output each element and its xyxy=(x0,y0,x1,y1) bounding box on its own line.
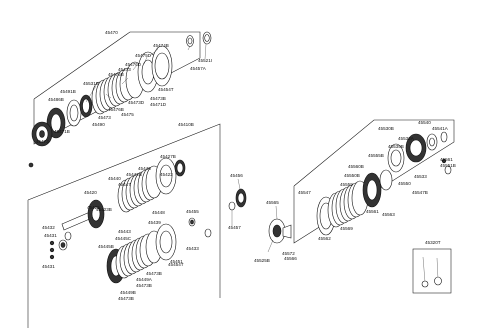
label-45560B: 45560B xyxy=(348,164,364,169)
center-parts: 45456 45457 45565 45572 45566 45525B xyxy=(228,173,297,263)
label-45448: 45448 xyxy=(152,210,165,215)
label-45473Bc: 45473B xyxy=(118,296,134,301)
label-45473: 45473 xyxy=(118,67,131,72)
label-45547: 45547 xyxy=(298,190,311,195)
label-45475B: 45475B xyxy=(108,72,124,77)
top-seal-rings xyxy=(186,31,212,47)
label-45422: 45422 xyxy=(160,172,173,177)
left-assembly: 45410B xyxy=(27,122,221,328)
label-45320T: 45320T xyxy=(425,240,441,245)
label-45455: 45455 xyxy=(186,209,199,214)
label-45566: 45566 xyxy=(284,256,297,261)
label-45473b: 45473 xyxy=(36,139,49,144)
label-45565: 45565 xyxy=(266,200,279,205)
label-45443: 45443 xyxy=(118,229,131,234)
label-45432: 45432 xyxy=(42,225,55,230)
label-45474B: 45474B xyxy=(153,43,169,48)
label-45525B: 45525B xyxy=(254,258,270,263)
top-assembly: 45470 xyxy=(28,30,212,168)
label-45473B: 45473B xyxy=(146,271,162,276)
label-45555B: 45555B xyxy=(368,153,384,158)
label-45540: 45540 xyxy=(418,120,431,125)
top-bolt xyxy=(28,162,34,168)
label-45449A: 45449A xyxy=(136,277,153,282)
label-45475D: 45475D xyxy=(135,53,152,58)
label-45423B: 45423B xyxy=(96,207,112,212)
label-45454T: 45454T xyxy=(168,262,184,267)
assembly-45565 xyxy=(268,218,292,244)
label-45451: 45451 xyxy=(170,259,183,264)
label-45446: 45446 xyxy=(138,166,151,171)
left-side-bits xyxy=(188,217,212,238)
label-45550B: 45550B xyxy=(344,173,360,178)
label-45473Bb: 45473B xyxy=(136,283,152,288)
label-45532A: 45532A xyxy=(398,136,415,141)
label-45535B: 45535B xyxy=(388,144,404,149)
label-45572: 45572 xyxy=(282,251,295,256)
right-upper-parts xyxy=(387,131,452,175)
label-45486B: 45486B xyxy=(48,97,64,102)
washer-45457 xyxy=(228,201,236,211)
label-45547B: 45547B xyxy=(412,190,428,195)
label-45521I: 45521I xyxy=(198,58,212,63)
label-45439: 45439 xyxy=(148,220,161,225)
label-45470: 45470 xyxy=(105,30,118,35)
label-45531B: 45531B xyxy=(83,81,99,86)
label-45457: 45457 xyxy=(228,225,241,230)
label-45449B: 45449B xyxy=(120,290,136,295)
label-45425: 45425 xyxy=(87,205,100,210)
key-tag-icon xyxy=(421,256,442,288)
label-45490: 45490 xyxy=(92,122,105,127)
label-45473B: 45473B xyxy=(150,96,166,101)
label-45433: 45433 xyxy=(186,246,199,251)
label-45559: 45559 xyxy=(340,182,353,187)
label-45476D: 45476D xyxy=(125,62,142,67)
label-45550: 45550 xyxy=(398,181,411,186)
label-45457A: 45457A xyxy=(190,66,207,71)
detail-box-45320T: 45320T xyxy=(412,240,452,294)
left-assembly-frame xyxy=(27,123,221,328)
label-45541A: 45541A xyxy=(432,126,449,131)
label-45561: 45561 xyxy=(440,157,453,162)
label-45440: 45440 xyxy=(108,176,121,181)
label-45473D: 45473D xyxy=(128,100,145,105)
label-45561b: 45561 xyxy=(366,209,379,214)
label-45563: 45563 xyxy=(382,212,395,217)
label-45410B: 45410B xyxy=(178,122,194,127)
label-45456: 45456 xyxy=(230,173,243,178)
right-clutch-pack xyxy=(316,169,393,236)
left-upper-clutch-pack xyxy=(117,157,186,213)
left-shaft xyxy=(61,199,105,231)
label-45491B: 45491B xyxy=(60,89,76,94)
label-45569: 45569 xyxy=(340,226,353,231)
label-45471D: 45471D xyxy=(150,102,167,107)
right-assembly-frame xyxy=(293,119,455,244)
left-lower-clutch-pack xyxy=(106,223,177,284)
label-45473c: 45473 xyxy=(98,115,111,120)
bearing-45456 xyxy=(235,188,247,208)
label-45551B: 45551B xyxy=(440,163,456,168)
label-45530B: 45530B xyxy=(378,126,394,131)
label-45454T: 45454T xyxy=(158,87,174,92)
label-45445C: 45445C xyxy=(115,236,132,241)
label-45420: 45420 xyxy=(84,190,97,195)
right-assembly: 45530B 45540 45541A xyxy=(293,119,456,244)
label-45431b: 45431 xyxy=(42,264,55,269)
label-45476B: 45476B xyxy=(108,107,124,112)
label-45471B: 45471B xyxy=(54,129,70,134)
left-small-parts xyxy=(49,231,72,260)
label-45445B: 45445B xyxy=(98,244,114,249)
top-gear xyxy=(31,121,53,147)
label-45447: 45447 xyxy=(118,182,131,187)
label-45533: 45533 xyxy=(414,174,427,179)
label-45442B: 45442B xyxy=(126,172,142,177)
label-45431: 45431 xyxy=(44,233,57,238)
label-45475: 45475 xyxy=(121,112,134,117)
label-45562: 45562 xyxy=(318,236,331,241)
label-45427B: 45427B xyxy=(160,154,176,159)
